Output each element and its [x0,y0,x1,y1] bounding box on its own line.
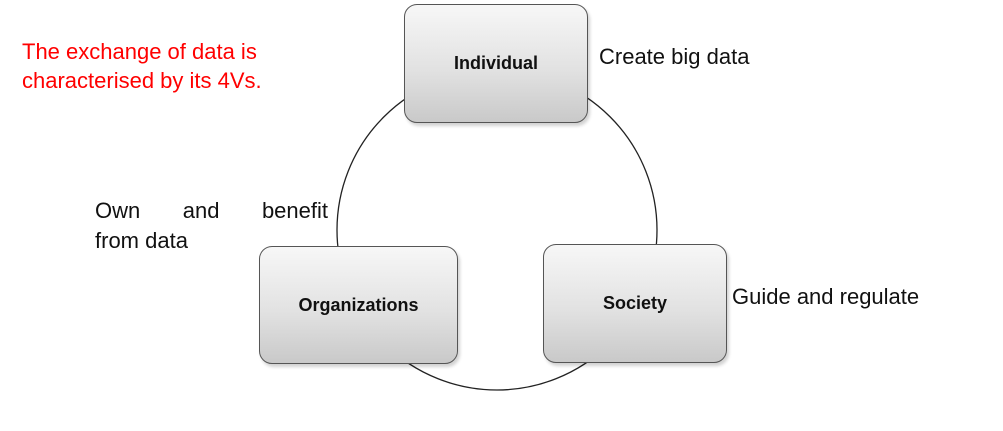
node-society: Society [543,244,727,363]
diagram-heading: The exchange of data is characterised by… [22,37,322,95]
node-individual-label: Individual [453,53,538,73]
annotation-own-and-benefit: Own and benefit from data [95,196,328,256]
annotation-guide-and-regulate: Guide and regulate [732,284,920,309]
node-organizations-label: Organizations [298,294,419,315]
node-society-label: Society [602,293,668,313]
heading-line-1: The exchange of data is [22,39,257,64]
node-individual: Individual [404,4,588,123]
node-organizations: Organizations [259,246,458,364]
annotation-own-line-2: from data [95,228,188,253]
annotation-own-word-1: Own [95,198,141,223]
annotation-own-word-2: and [182,198,220,223]
annotation-create-big-data: Create big data [599,44,750,69]
heading-line-2: characterised by its 4Vs. [22,68,262,93]
annotation-own-line-1: Own and benefit [95,196,328,226]
annotation-own-word-3: benefit [261,198,328,223]
